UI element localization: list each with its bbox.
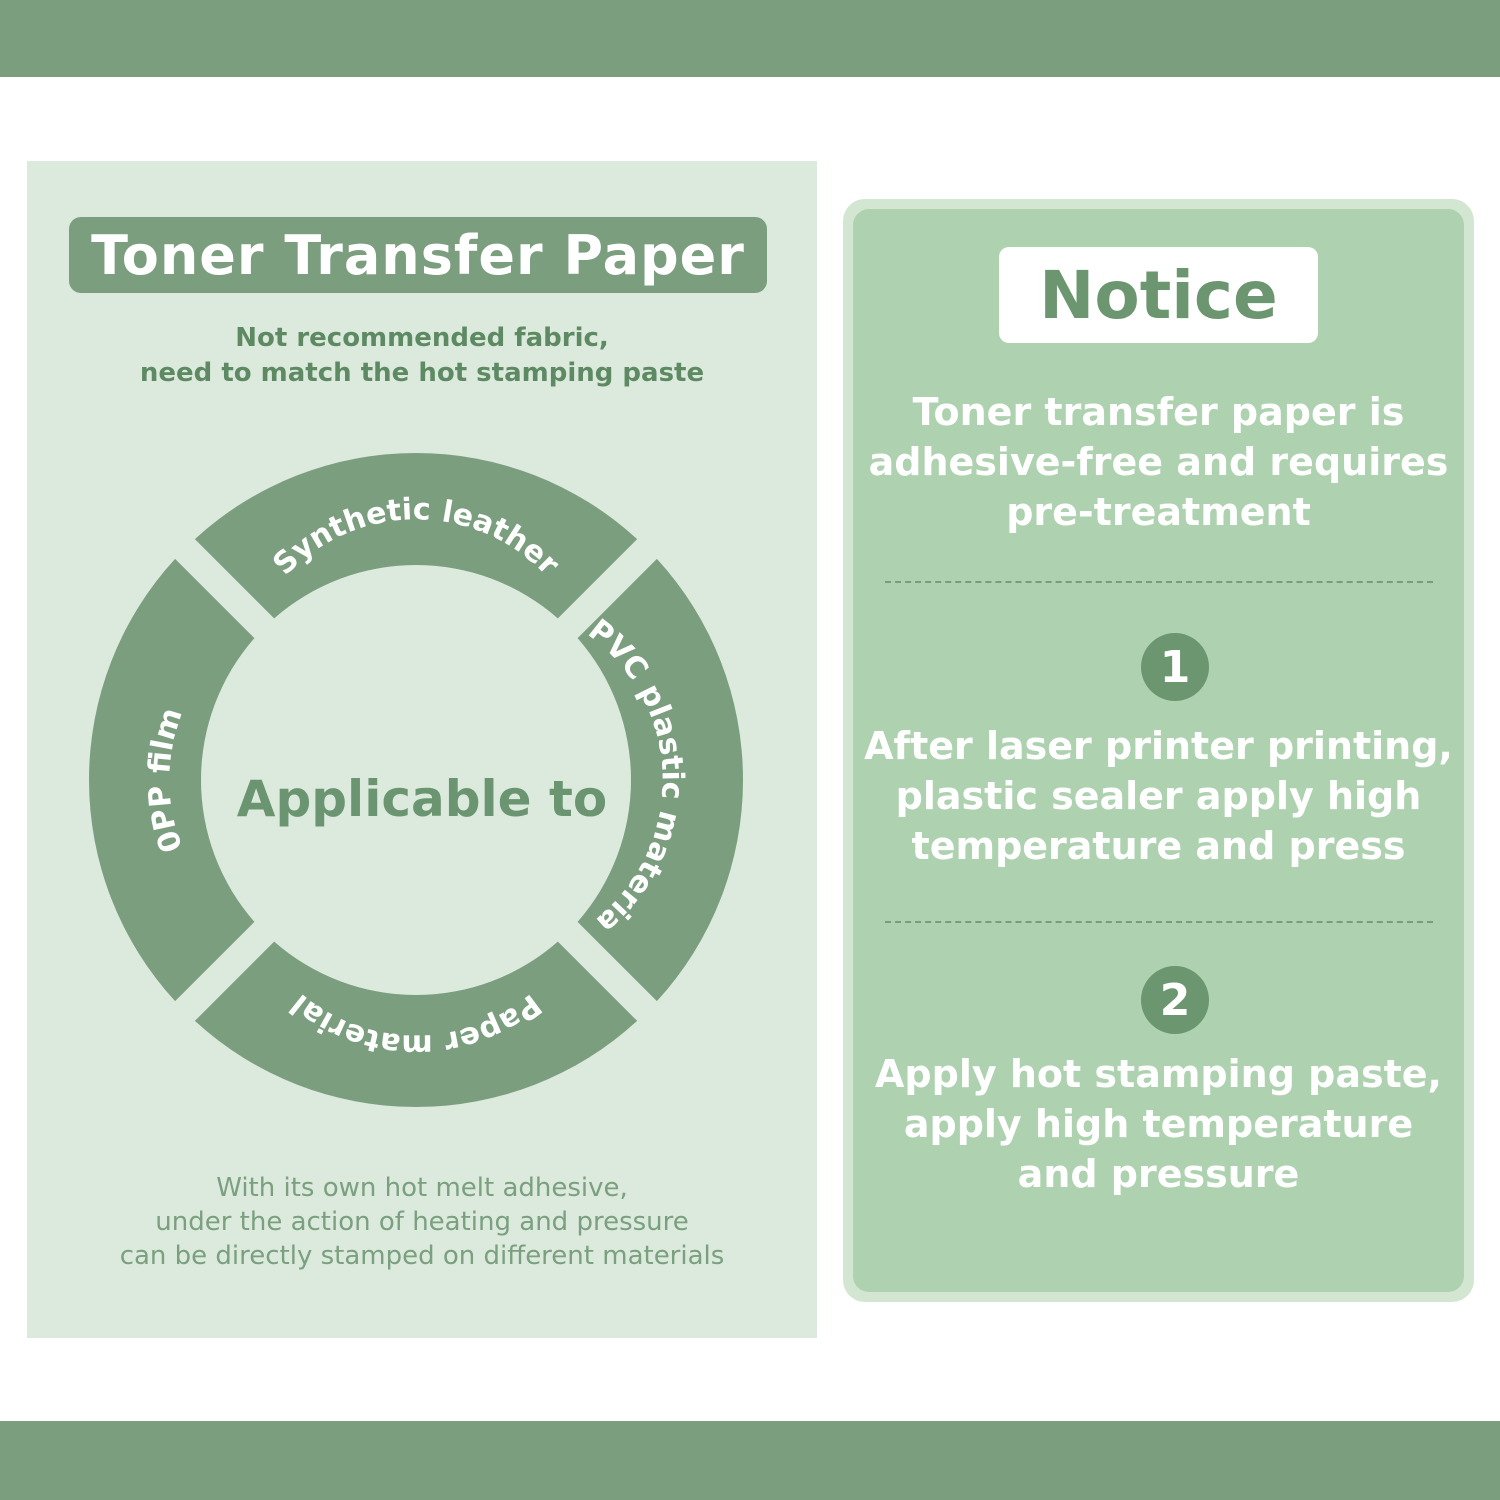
ring-segment-top <box>194 452 638 619</box>
notice-intro-line: Toner transfer paper is <box>912 390 1405 434</box>
ring-segment-bottom <box>194 941 638 1107</box>
subtitle-line: need to match the hot stamping paste <box>139 358 705 388</box>
footnote-line: With its own hot melt adhesive, <box>216 1173 628 1203</box>
ring-segment-right <box>577 558 744 1002</box>
footnote-line: can be directly stamped on different mat… <box>119 1241 725 1271</box>
ring-segment-left <box>88 558 255 1002</box>
subtitle: Not recommended fabric, need to match th… <box>27 321 817 391</box>
notice-intro-line: adhesive-free and requires <box>868 440 1449 484</box>
notice-heading: Notice <box>999 247 1318 343</box>
ring-center-label: Applicable to <box>236 770 608 828</box>
applicable-panel: Toner Transfer Paper Not recommended fab… <box>27 161 817 1338</box>
top-band <box>0 0 1500 77</box>
footnote-line: under the action of heating and pressure <box>155 1207 689 1237</box>
subtitle-line: Not recommended fabric, <box>235 323 609 353</box>
divider <box>885 921 1433 923</box>
step-2-text: Apply hot stamping paste, apply high tem… <box>853 1049 1464 1199</box>
notice-panel: Notice Toner transfer paper is adhesive-… <box>843 199 1474 1302</box>
divider <box>885 581 1433 583</box>
step-text-line: temperature and press <box>911 824 1406 868</box>
footnote: With its own hot melt adhesive, under th… <box>27 1171 817 1273</box>
bottom-band <box>0 1421 1500 1500</box>
step-text-line: and pressure <box>1017 1152 1300 1196</box>
step-text-line: After laser printer printing, <box>864 724 1453 768</box>
step-text-line: plastic sealer apply high <box>895 774 1422 818</box>
step-number-badge: 2 <box>1141 966 1209 1034</box>
page-title: Toner Transfer Paper <box>69 217 767 293</box>
notice-intro: Toner transfer paper is adhesive-free an… <box>853 387 1464 537</box>
step-text-line: Apply hot stamping paste, <box>875 1052 1442 1096</box>
notice-panel-inner: Notice Toner transfer paper is adhesive-… <box>853 209 1464 1292</box>
step-number-badge: 1 <box>1141 633 1209 701</box>
step-1-text: After laser printer printing, plastic se… <box>853 721 1464 871</box>
step-text-line: apply high temperature <box>903 1102 1414 1146</box>
notice-intro-line: pre-treatment <box>1006 490 1311 534</box>
applicable-ring: Synthetic leather PVC plastic material P… <box>27 161 744 1107</box>
